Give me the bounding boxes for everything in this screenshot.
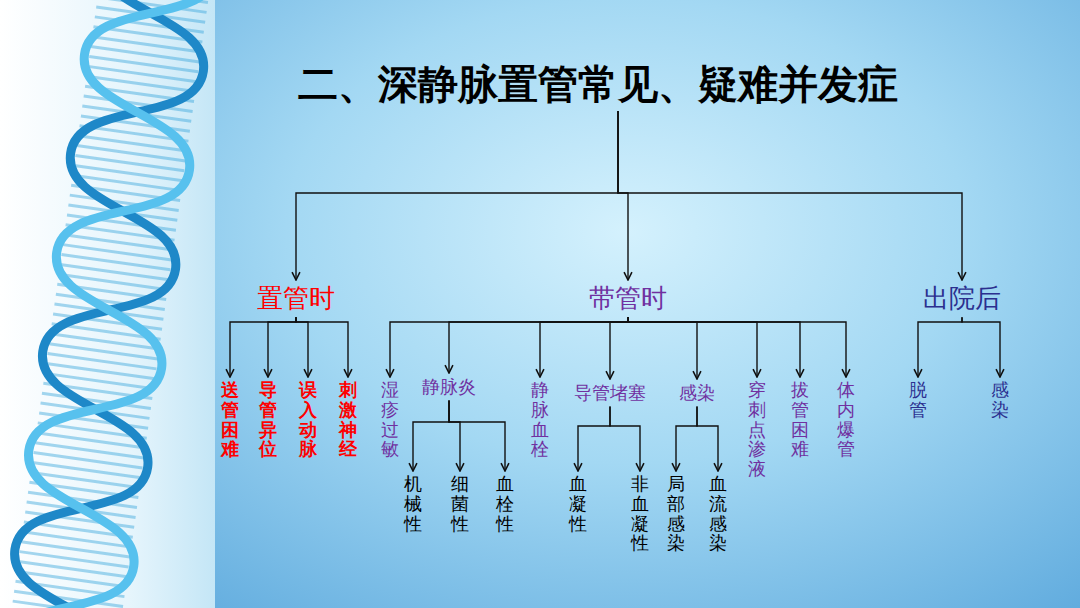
complication-box: 导管异位 [259, 380, 277, 459]
tree-connector [268, 317, 296, 377]
tree-connector [618, 111, 628, 280]
tree-connector [628, 317, 697, 379]
tree-connector [918, 317, 962, 377]
tree-connector [628, 317, 757, 377]
complication-box: 体内爆管 [837, 380, 855, 459]
node-label: 二、深静脉置管常见、疑难并发症 [298, 60, 898, 108]
node-label: 血流感染 [709, 474, 727, 553]
complication-box: 送管困难 [221, 380, 239, 459]
tree-connector [610, 317, 628, 379]
category-box: 置管时 [257, 283, 335, 314]
subtype-box: 血凝性 [569, 474, 587, 533]
node-label: 置管时 [257, 283, 335, 314]
node-label: 带管时 [589, 283, 667, 314]
node-label: 血凝性 [569, 474, 587, 533]
title-node: 二、深静脉置管常见、疑难并发症 [298, 60, 898, 108]
node-label: 穿刺点渗液 [748, 380, 766, 479]
node-label: 导管异位 [259, 380, 277, 459]
tree-connector [230, 317, 296, 377]
node-label: 局部感染 [667, 474, 685, 553]
subtype-box: 机械性 [404, 474, 422, 533]
node-label: 拔管困难 [791, 380, 809, 459]
tree-connector [449, 401, 460, 471]
helix-strand [1, 0, 217, 608]
tree-connector [618, 111, 962, 280]
node-label: 湿疹过敏 [381, 380, 399, 459]
subtype-box: 细菌性 [451, 474, 469, 533]
tree-connector [296, 317, 348, 377]
helix-strand [1, 0, 217, 608]
node-label: 出院后 [923, 283, 1001, 314]
node-label: 导管堵塞 [574, 382, 646, 404]
tree-connector [628, 317, 800, 377]
tree-connector [449, 401, 505, 471]
node-label: 送管困难 [221, 380, 239, 459]
node-label: 刺激神经 [339, 380, 357, 459]
tree-connector [962, 317, 1000, 377]
node-label: 非血凝性 [631, 474, 649, 553]
complication-box: 误入动脉 [299, 380, 317, 459]
node-label: 机械性 [404, 474, 422, 533]
node-label: 感染 [679, 382, 715, 404]
tree-connector [540, 317, 628, 377]
tree-connector [413, 401, 449, 471]
tree-connector [610, 407, 640, 471]
node-label: 血栓性 [496, 474, 514, 533]
node-label: 误入动脉 [299, 380, 317, 459]
complication-box: 穿刺点渗液 [748, 380, 766, 479]
node-label: 静脉炎 [422, 376, 476, 398]
tree-connector [296, 317, 308, 377]
subtype-box: 血流感染 [709, 474, 727, 553]
tree-connector [628, 317, 846, 377]
tree-connector [697, 407, 718, 471]
complication-box: 感染 [991, 380, 1009, 420]
complication-box: 刺激神经 [339, 380, 357, 459]
complication-box: 静脉血栓 [531, 380, 549, 459]
complication-box: 感染 [679, 382, 715, 404]
tree-connector [390, 317, 628, 377]
tree-connector [676, 407, 697, 471]
complication-box: 湿疹过敏 [381, 380, 399, 459]
node-label: 脱管 [909, 380, 927, 420]
tree-connector [449, 317, 628, 373]
complication-box: 导管堵塞 [574, 382, 646, 404]
node-label: 体内爆管 [837, 380, 855, 459]
dna-helix [1, 0, 217, 608]
complication-box: 静脉炎 [422, 376, 476, 398]
node-label: 静脉血栓 [531, 380, 549, 459]
node-label: 细菌性 [451, 474, 469, 533]
node-label: 感染 [991, 380, 1009, 420]
subtype-box: 血栓性 [496, 474, 514, 533]
tree-connector [578, 407, 610, 471]
tree-connector [296, 111, 618, 280]
category-box: 带管时 [589, 283, 667, 314]
complication-box: 脱管 [909, 380, 927, 420]
subtype-box: 非血凝性 [631, 474, 649, 553]
subtype-box: 局部感染 [667, 474, 685, 553]
complication-box: 拔管困难 [791, 380, 809, 459]
category-box: 出院后 [923, 283, 1001, 314]
